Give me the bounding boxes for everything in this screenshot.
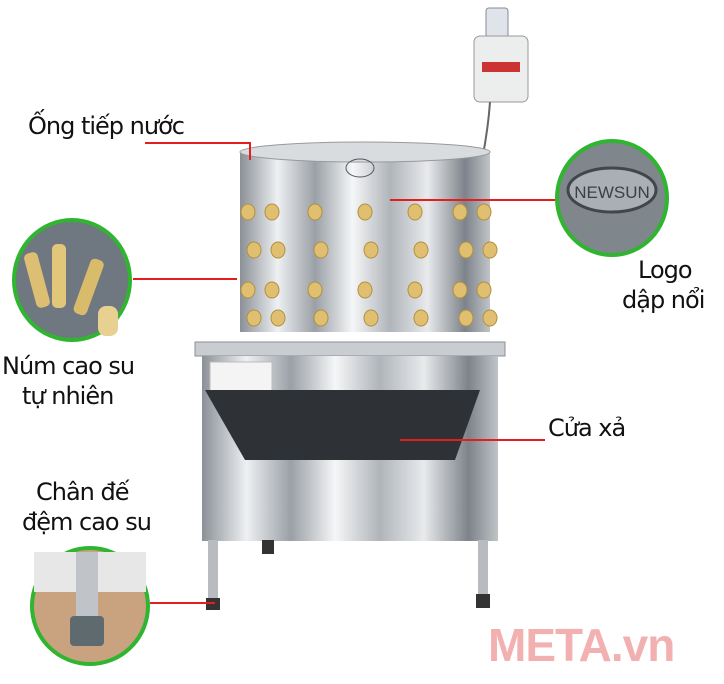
label-feet-line1: Chân đế [36,478,130,506]
logo-emblem-small [345,158,375,178]
rubber-finger [357,281,373,299]
rubber-finger [240,203,256,221]
label-rubber-fingers-line2: tự nhiên [22,382,114,410]
rubber-finger [476,281,492,299]
legs [206,540,490,610]
rubber-finger [246,241,262,259]
rubber-fingers [240,203,498,327]
label-feet-line2: đệm cao su [22,508,152,536]
rubber-finger [458,241,474,259]
feet-detail-circle [30,546,150,666]
rubber-finger [270,309,286,327]
rubber-finger [363,241,379,259]
rubber-finger [313,309,329,327]
label-water-pipe: Ống tiếp nước [28,112,185,140]
label-logo-line1: Logo [638,256,693,284]
rubber-finger [363,309,379,327]
rubber-finger [307,203,323,221]
rubber-finger [458,309,474,327]
label-outlet: Cửa xả [548,414,626,442]
rubber-finger [307,281,323,299]
watermark: META.vn [488,619,675,671]
rubber-finger [313,241,329,259]
rubber-finger [246,309,262,327]
rubber-finger [357,203,373,221]
drum [239,141,498,332]
callout-line-water-pipe [145,142,251,160]
rubber-finger [482,309,498,327]
label-logo-line2: dập nổi [622,286,705,314]
rubber-finger [452,281,468,299]
rubber-finger [407,203,423,221]
logo-embossed-text: NEWSUN [574,183,650,202]
rubber-finger [407,281,423,299]
rubber-finger [270,241,286,259]
rubber-finger [482,241,498,259]
label-rubber-fingers-line1: Núm cao su [2,352,135,380]
rubber-finger [413,241,429,259]
outlet-opening [205,390,480,460]
fingers-detail-circle [12,218,132,342]
callout-lines [133,142,557,604]
rubber-finger [413,309,429,327]
rubber-finger [264,281,280,299]
rubber-finger [476,203,492,221]
logo-detail-circle: NEWSUN [555,139,669,257]
table-top [194,341,506,357]
control-box [473,7,529,161]
rubber-finger [264,203,280,221]
rubber-finger [452,203,468,221]
rubber-finger [240,281,256,299]
